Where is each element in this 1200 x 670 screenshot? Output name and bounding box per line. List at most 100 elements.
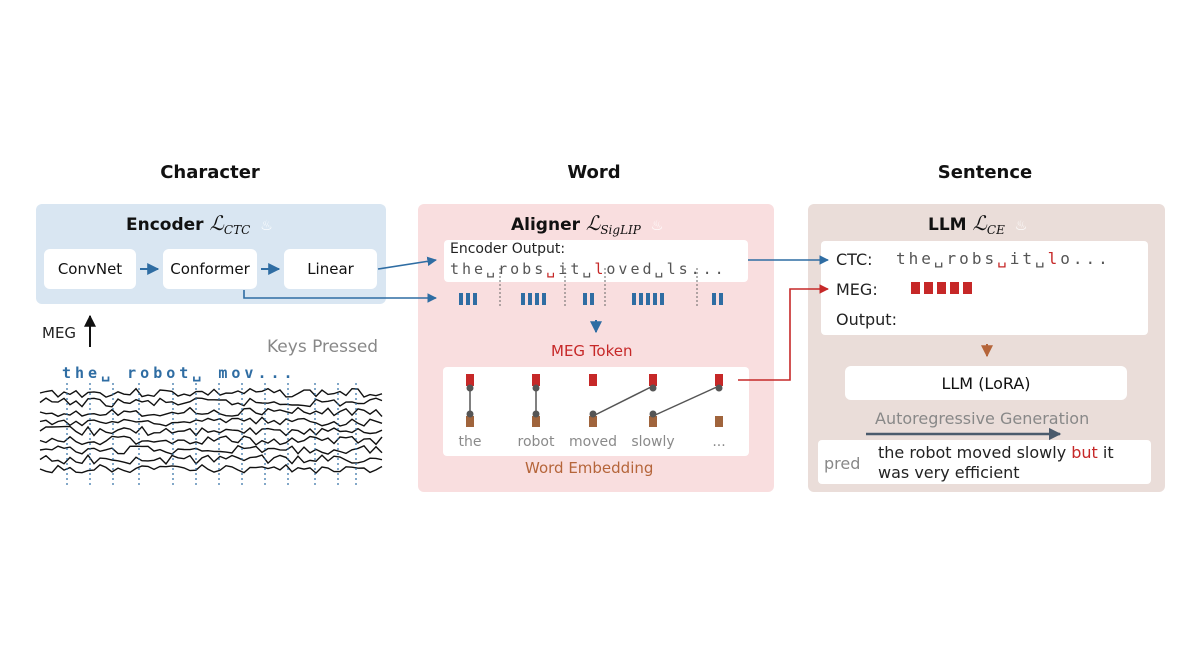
llm-title: LLM — [928, 215, 967, 235]
flame-icon: ♨ — [260, 218, 273, 234]
feature-bar — [719, 293, 723, 305]
autoregressive-label: Autoregressive Generation — [875, 409, 1090, 428]
feature-bar — [542, 293, 546, 305]
meg-channel — [39, 454, 383, 465]
meg-channel — [39, 425, 383, 437]
encoder-output-segment: ␣ — [582, 260, 595, 278]
feature-bar — [466, 293, 470, 305]
meg-channel — [39, 416, 383, 427]
encoder-output-box — [444, 240, 748, 282]
linear-block: Linear — [284, 249, 377, 289]
arrow-conformer-to-bars — [243, 290, 437, 303]
meg-token — [466, 374, 474, 386]
meg-channel — [39, 387, 383, 399]
word-token — [466, 416, 474, 427]
encoder-output-segment: ␣ — [486, 260, 499, 278]
aligner-title: Aligner — [511, 215, 580, 235]
meg-row-label: MEG: — [836, 280, 878, 299]
conformer-block: Conformer — [163, 249, 257, 289]
meg-waveforms — [39, 387, 383, 475]
output-label: Output: — [836, 310, 897, 329]
encoder-output-segment: ls... — [666, 260, 727, 278]
ctc-segment: l — [1047, 249, 1061, 268]
encoder-output-segment: ␣ — [654, 260, 667, 278]
meg-channel — [39, 397, 383, 408]
arrow-linear-to-aligner — [377, 256, 437, 270]
meg-channel — [39, 435, 383, 446]
character-title: Character — [160, 162, 260, 183]
ctc-segment: i — [1009, 249, 1023, 268]
match-link — [592, 385, 654, 417]
feature-bar — [473, 293, 477, 305]
arrow-token-to-meg — [738, 284, 829, 381]
ctc-segment: the — [896, 249, 934, 268]
keys-sequence: the␣ robot␣ mov... — [62, 364, 297, 382]
encoder-feature-bars — [459, 293, 723, 305]
feature-bar — [528, 293, 532, 305]
llm-heading: LLM ℒCE ♨ — [928, 211, 1027, 237]
meg-channel — [39, 406, 383, 418]
keys-pressed-label: Keys Pressed — [267, 337, 379, 357]
flame-icon: ♨ — [650, 218, 664, 234]
encoder-output-segment: i — [558, 260, 571, 278]
encoder-output-label: Encoder Output: — [450, 241, 566, 257]
feature-bar — [535, 293, 539, 305]
encoder-heading: Encoder ℒCTC ♨ — [126, 211, 273, 237]
meg-channel — [39, 444, 383, 455]
encoder-output-segment: ␣ — [546, 260, 559, 278]
feature-bar — [632, 293, 636, 305]
link-node — [532, 384, 540, 392]
ctc-segment: ␣ — [997, 249, 1010, 268]
feature-bar — [653, 293, 657, 305]
ctc-sequence: the␣robs␣it␣lo... — [896, 249, 1111, 268]
link-node — [649, 410, 657, 418]
ctc-segment: o... — [1060, 249, 1111, 268]
meg-token — [532, 374, 540, 386]
encoder-output-segment: oved — [606, 260, 655, 278]
word-title: Word — [567, 162, 621, 183]
encoder-output-segment: robs — [498, 260, 547, 278]
word-embedding-label: Word Embedding — [525, 459, 654, 477]
link-node — [532, 410, 540, 418]
ctc-segment: robs — [946, 249, 998, 268]
meg-token — [649, 374, 657, 386]
word-token — [649, 416, 657, 427]
prediction-text: the robot moved slowly but it was very e… — [878, 443, 1114, 482]
encoder-title: Encoder — [126, 215, 204, 235]
llm-input-box — [821, 241, 1148, 335]
encoder-output-segment: t — [570, 260, 583, 278]
aligner-loss: ℒSigLIP — [585, 211, 641, 237]
encoder-output-sequence: the␣robs␣it␣loved␣ls... — [450, 260, 727, 278]
flame-icon: ♨ — [1014, 218, 1028, 234]
word-token — [715, 416, 723, 427]
word-token — [532, 416, 540, 427]
match-link — [652, 385, 720, 417]
key-press-lines — [66, 383, 357, 485]
ctc-segment: ␣ — [933, 249, 947, 268]
meg-token — [715, 374, 723, 386]
meg-token-label: MEG Token — [551, 342, 633, 360]
sentence-title: Sentence — [937, 162, 1033, 183]
link-node — [466, 410, 474, 418]
feature-bar — [639, 293, 643, 305]
link-node — [466, 384, 474, 392]
word-label: slowly — [631, 434, 675, 450]
encoder-output-segment: the — [450, 260, 487, 278]
link-node — [589, 410, 597, 418]
token-embedding-links — [466, 374, 723, 427]
feature-bar — [521, 293, 525, 305]
convnet-block: ConvNet — [44, 249, 136, 289]
feature-bar — [712, 293, 716, 305]
meg-input-label: MEG — [42, 324, 77, 342]
link-node — [649, 384, 657, 392]
word-label: moved — [569, 434, 617, 450]
meg-token — [589, 374, 597, 386]
encoder-loss: ℒCTC — [209, 211, 251, 237]
encoder-output-segment: l — [594, 260, 607, 278]
llm-loss: ℒCE — [972, 211, 1005, 237]
pred-label: pred — [824, 454, 861, 473]
meg-token-squares — [911, 282, 972, 294]
feature-bar — [590, 293, 594, 305]
feature-bar — [459, 293, 463, 305]
